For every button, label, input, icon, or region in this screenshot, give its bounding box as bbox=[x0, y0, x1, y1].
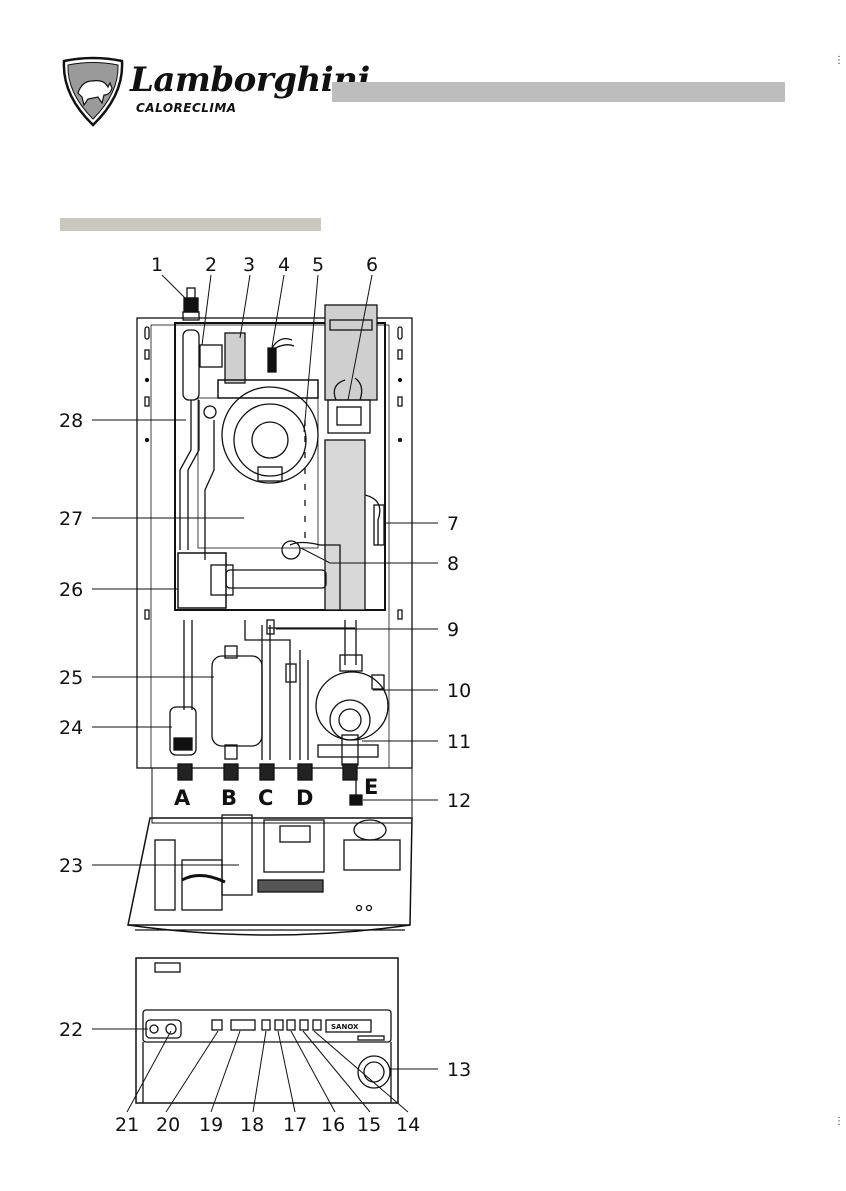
callout-19: 19 bbox=[199, 1114, 223, 1136]
callout-4: 4 bbox=[278, 254, 290, 276]
circulation-pump bbox=[316, 655, 388, 740]
callout-24: 24 bbox=[59, 717, 83, 739]
callout-27: 27 bbox=[59, 508, 83, 530]
callout-22: 22 bbox=[59, 1019, 83, 1041]
lower-piping bbox=[184, 620, 356, 760]
callout-7: 7 bbox=[447, 513, 459, 535]
callout-numbers: 1 2 3 4 5 6 7 8 9 10 11 12 13 14 15 16 1… bbox=[59, 254, 471, 1136]
callout-5: 5 bbox=[312, 254, 324, 276]
callout-14: 14 bbox=[396, 1114, 420, 1136]
connection-label-a: A bbox=[174, 786, 191, 810]
callout-16: 16 bbox=[321, 1114, 345, 1136]
control-box-tray bbox=[128, 815, 412, 935]
callout-26: 26 bbox=[59, 579, 83, 601]
callout-15: 15 bbox=[357, 1114, 381, 1136]
callout-18: 18 bbox=[240, 1114, 264, 1136]
callout-8: 8 bbox=[447, 553, 459, 575]
callout-1: 1 bbox=[151, 254, 163, 276]
gas-valve bbox=[178, 541, 340, 610]
front-control-panel bbox=[136, 958, 398, 1103]
callout-23: 23 bbox=[59, 855, 83, 877]
callout-20: 20 bbox=[156, 1114, 180, 1136]
callout-12: 12 bbox=[447, 790, 471, 812]
boiler-casing bbox=[137, 305, 412, 768]
connection-label-b: B bbox=[221, 786, 237, 810]
callout-17: 17 bbox=[283, 1114, 307, 1136]
connection-label-d: D bbox=[296, 786, 313, 810]
panel-brand-label: SANOX bbox=[331, 1023, 359, 1031]
ignition-electrode bbox=[268, 339, 294, 372]
callout-25: 25 bbox=[59, 667, 83, 689]
heat-exchanger bbox=[325, 440, 384, 610]
flow-sensor bbox=[170, 707, 196, 755]
automatic-air-vent bbox=[183, 288, 199, 320]
callout-9: 9 bbox=[447, 619, 459, 641]
expansion-vessel bbox=[212, 646, 262, 759]
callout-2: 2 bbox=[205, 254, 217, 276]
callout-10: 10 bbox=[447, 680, 471, 702]
callout-3: 3 bbox=[243, 254, 255, 276]
callout-11: 11 bbox=[447, 731, 471, 753]
callout-28: 28 bbox=[59, 410, 83, 432]
connection-label-c: C bbox=[258, 786, 273, 810]
connection-label-e: E bbox=[364, 775, 378, 799]
callout-6: 6 bbox=[366, 254, 378, 276]
callout-13: 13 bbox=[447, 1059, 471, 1081]
safety-thermostat-pipe bbox=[180, 330, 222, 560]
callout-21: 21 bbox=[115, 1114, 139, 1136]
